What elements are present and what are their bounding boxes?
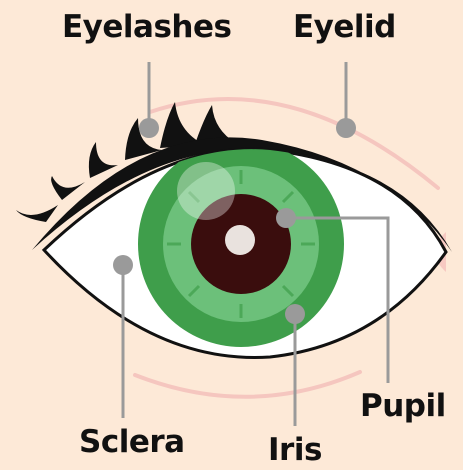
eyelash: [16, 205, 58, 222]
label-eyelid: Eyelid: [293, 12, 396, 43]
leader-dot-eyelid: [336, 118, 356, 138]
leader-dot-pupil: [276, 208, 296, 228]
lower-lid-arc: [135, 372, 360, 397]
eyelash: [89, 142, 118, 178]
label-iris: Iris: [268, 435, 322, 466]
eyelash: [51, 176, 85, 200]
label-pupil: Pupil: [360, 391, 446, 422]
iris-glare: [177, 162, 235, 220]
pupil-highlight: [225, 225, 255, 255]
label-sclera: Sclera: [79, 427, 185, 458]
leader-dot-sclera: [113, 255, 133, 275]
label-eyelashes: Eyelashes: [62, 12, 231, 43]
leader-dot-iris: [285, 304, 305, 324]
leader-dot-eyelashes: [139, 118, 159, 138]
